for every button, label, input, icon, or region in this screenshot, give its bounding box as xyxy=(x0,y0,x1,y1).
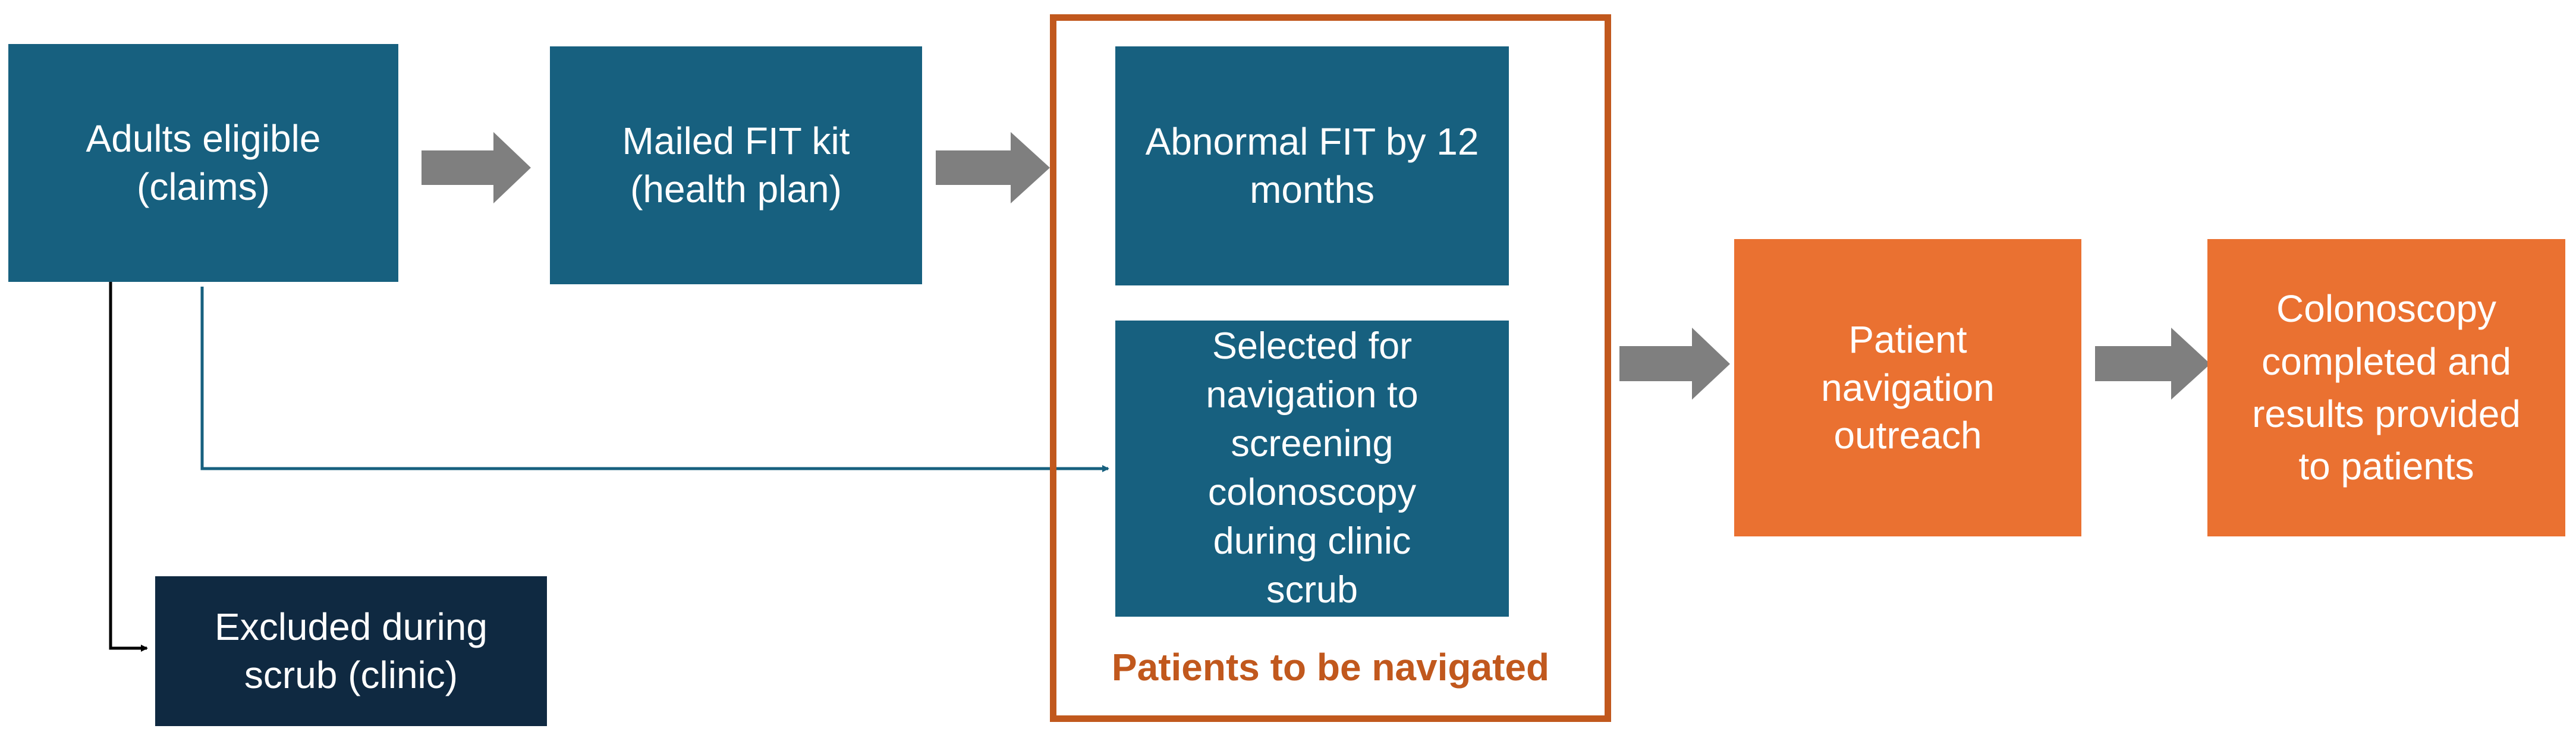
node-label: Adults eligible (claims) xyxy=(86,117,321,208)
node-excluded-during-scrub: Excluded during scrub (clinic) xyxy=(155,576,547,726)
node-abnormal-fit: Abnormal FIT by 12 months xyxy=(1115,46,1509,285)
arrow-outreach-to-colonoscopy xyxy=(2095,328,2210,400)
node-mailed-fit-kit: Mailed FIT kit (health plan) xyxy=(550,46,922,284)
node-label: Excluded during scrub (clinic) xyxy=(215,605,487,696)
node-selected-for-navigation: Selected for navigation to screening col… xyxy=(1115,321,1509,617)
connector-adults-to-selected xyxy=(200,287,1109,472)
connector-adults-to-excluded xyxy=(109,282,148,652)
node-label: Mailed FIT kit (health plan) xyxy=(622,120,850,211)
patients-to-be-navigated-group xyxy=(1050,14,1611,722)
arrow-mailed-to-abnormal xyxy=(936,132,1050,203)
node-patient-navigation-outreach: Patient navigation outreach xyxy=(1734,239,2081,536)
arrow-adults-to-mailed xyxy=(422,132,531,203)
node-adults-eligible: Adults eligible (claims) xyxy=(8,44,398,282)
node-label: Colonoscopy completed and results provid… xyxy=(2252,287,2521,488)
node-label: Selected for navigation to screening col… xyxy=(1206,325,1418,611)
node-colonoscopy-completed: Colonoscopy completed and results provid… xyxy=(2207,239,2565,536)
group-label: Patients to be navigated xyxy=(1111,646,1550,689)
node-label: Patient navigation outreach xyxy=(1821,318,1995,457)
node-label: Abnormal FIT by 12 months xyxy=(1145,120,1479,211)
arrow-group-to-outreach xyxy=(1619,328,1730,400)
